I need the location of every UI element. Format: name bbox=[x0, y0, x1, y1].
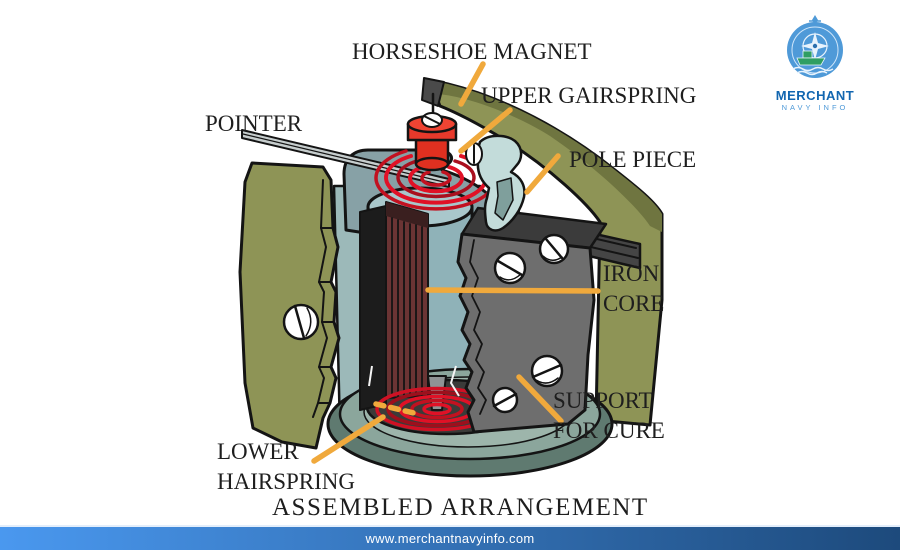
spindle-cap bbox=[406, 92, 458, 172]
leader-support bbox=[516, 374, 564, 424]
spring-wire-right bbox=[449, 365, 460, 397]
spring-wire-left bbox=[368, 365, 373, 387]
leader-horseshoe-magnet bbox=[458, 61, 486, 107]
screw-cap-top bbox=[421, 112, 443, 128]
leader-lower-hairspring bbox=[311, 414, 386, 464]
pole-plate bbox=[456, 206, 608, 434]
screw-bottom-right bbox=[530, 354, 564, 388]
ship-compass-badge-icon bbox=[787, 15, 843, 78]
footer-url: www.merchantnavyinfo.com bbox=[365, 531, 535, 546]
leader-lower-hairspring-dashed bbox=[373, 401, 421, 417]
label-pole-piece: POLE PIECE bbox=[569, 147, 697, 172]
logo-title: MERCHANT bbox=[775, 88, 855, 103]
coil-recess bbox=[359, 205, 387, 411]
logo-subtitle: NAVY INFO bbox=[781, 103, 849, 112]
diagram-caption: ASSEMBLED ARRANGEMENT bbox=[272, 494, 649, 521]
leader-lines bbox=[311, 61, 601, 464]
label-horseshoe-magnet: HORSESHOE MAGNET bbox=[352, 39, 592, 64]
leader-iron-core bbox=[425, 287, 601, 294]
horseshoe-magnet-left-block bbox=[238, 161, 341, 450]
label-upper-hairspring: UPPER GAIRSPRING bbox=[481, 83, 697, 108]
screw-top-left bbox=[493, 251, 527, 285]
label-iron-core: IRON CORE bbox=[603, 261, 665, 316]
coil-windings bbox=[385, 201, 429, 399]
pole-piece-bracket bbox=[465, 134, 526, 232]
screw-top-right bbox=[538, 233, 570, 265]
leader-upper-hairspring bbox=[458, 107, 513, 154]
label-support-for-cure: SUPPORT FOR CURE bbox=[553, 388, 665, 443]
footer-bar: www.merchantnavyinfo.com bbox=[0, 525, 900, 550]
label-pointer: POINTER bbox=[205, 111, 303, 136]
leader-pole-piece bbox=[524, 153, 561, 195]
magnet-cut-end bbox=[421, 77, 445, 107]
screw-magnet bbox=[282, 303, 320, 341]
merchant-navy-logo: MERCHANT NAVY INFO bbox=[768, 12, 862, 112]
label-lower-hairspring: LOWER HAIRSPRING bbox=[217, 439, 356, 494]
screw-bottom-left bbox=[491, 386, 519, 414]
